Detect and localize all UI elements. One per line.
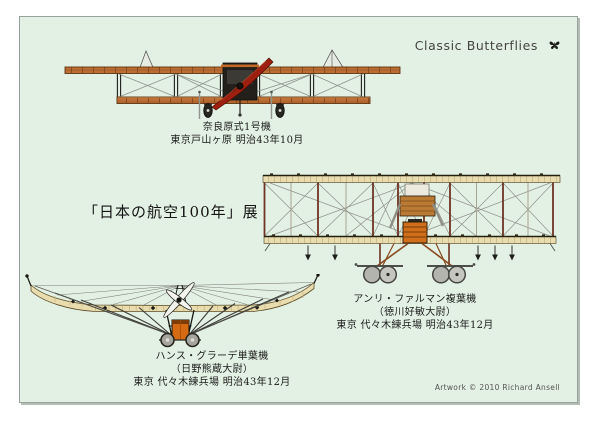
upper-wing	[262, 173, 561, 183]
mint-canvas-panel	[19, 16, 578, 403]
butterfly-icon	[549, 41, 560, 50]
hans-grade-monoplane-illustration	[25, 274, 320, 348]
landing-gear	[354, 242, 476, 284]
caption-line: 奈良原式1号機	[202, 122, 272, 133]
interplane-struts	[263, 182, 554, 237]
exhibition-title: 「日本の航空100年」展	[83, 203, 259, 221]
bracing-wires	[118, 73, 364, 98]
light-struts	[290, 182, 529, 237]
caption-line: （日野熊蔵大尉）	[170, 363, 254, 375]
lower-bracing-wires	[34, 283, 312, 336]
nacelle-and-engine	[388, 183, 445, 244]
series-title: Classic Butterflies	[414, 38, 538, 53]
propeller	[163, 282, 195, 318]
artwork-credit: Artwork © 2010 Richard Ansell	[434, 383, 560, 392]
wheels	[159, 332, 201, 348]
rigging-marks	[264, 243, 556, 261]
wing-tip-posts	[25, 274, 320, 287]
caption-line: ハンス・グラーデ単葉機	[155, 351, 269, 362]
wing-ribs	[54, 292, 304, 308]
right-fin	[322, 49, 344, 68]
caption-line: （徳川好敏大尉）	[373, 306, 457, 318]
henri-farman-biplane-illustration	[262, 173, 561, 284]
caption-line: 東京 代々木練兵場 明治43年12月	[133, 376, 291, 388]
caption-hans-grade: ハンス・グラーデ単葉機 （日野熊蔵大尉） 東京 代々木練兵場 明治43年12月	[82, 351, 342, 389]
caption-narahara-type-1: 奈良原式1号機 東京戸山ヶ原 明治43年10月	[107, 122, 367, 148]
landing-gear	[198, 90, 285, 119]
caption-henri-farman: アンリ・ファルマン複葉機 （徳川好敏大尉） 東京 代々木練兵場 明治43年12月	[285, 294, 545, 332]
propeller	[211, 57, 274, 111]
caption-line: 東京戸山ヶ原 明治43年10月	[170, 134, 304, 146]
caption-line: アンリ・ファルマン複葉機	[353, 294, 477, 305]
left-fin	[139, 50, 154, 68]
narahara-type-1-biplane-illustration	[64, 49, 401, 119]
caption-line: 東京 代々木練兵場 明治43年12月	[336, 319, 494, 331]
